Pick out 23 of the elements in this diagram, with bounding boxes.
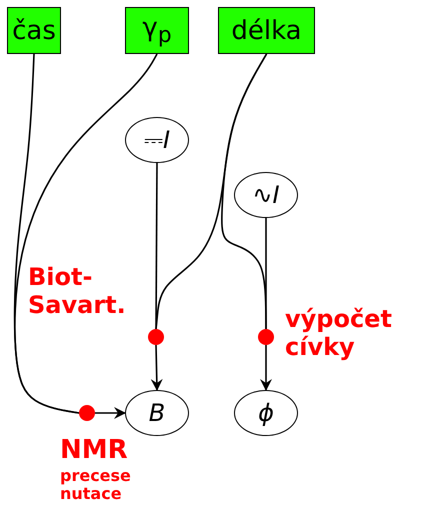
variable-name: čas <box>12 16 56 46</box>
connector-line <box>14 54 158 414</box>
factor-label: výpočet cívky <box>285 306 393 362</box>
factor-dot <box>258 329 274 345</box>
factor-dot <box>148 329 164 345</box>
variable-box <box>7 7 61 54</box>
variable-box <box>125 7 189 54</box>
factor-label: precese nutace <box>60 467 132 504</box>
factor-label: NMR <box>60 436 129 466</box>
variable-name: délka <box>231 16 302 46</box>
arrow <box>150 344 163 391</box>
variable-name: γ$_{p}$ <box>142 12 172 48</box>
factor-label: Biot-Savart. <box>28 264 127 320</box>
connector-line <box>155 163 158 329</box>
variable-box <box>218 7 315 54</box>
arrow <box>260 345 272 391</box>
math-symbol: ϕ <box>258 399 274 427</box>
math-symbol: B <box>148 399 166 427</box>
arrow <box>95 407 126 419</box>
variable-name: ∿I <box>252 181 280 209</box>
variable-name: ⎓I <box>144 126 170 154</box>
factor-dot <box>79 405 95 421</box>
connector-line <box>265 218 267 329</box>
